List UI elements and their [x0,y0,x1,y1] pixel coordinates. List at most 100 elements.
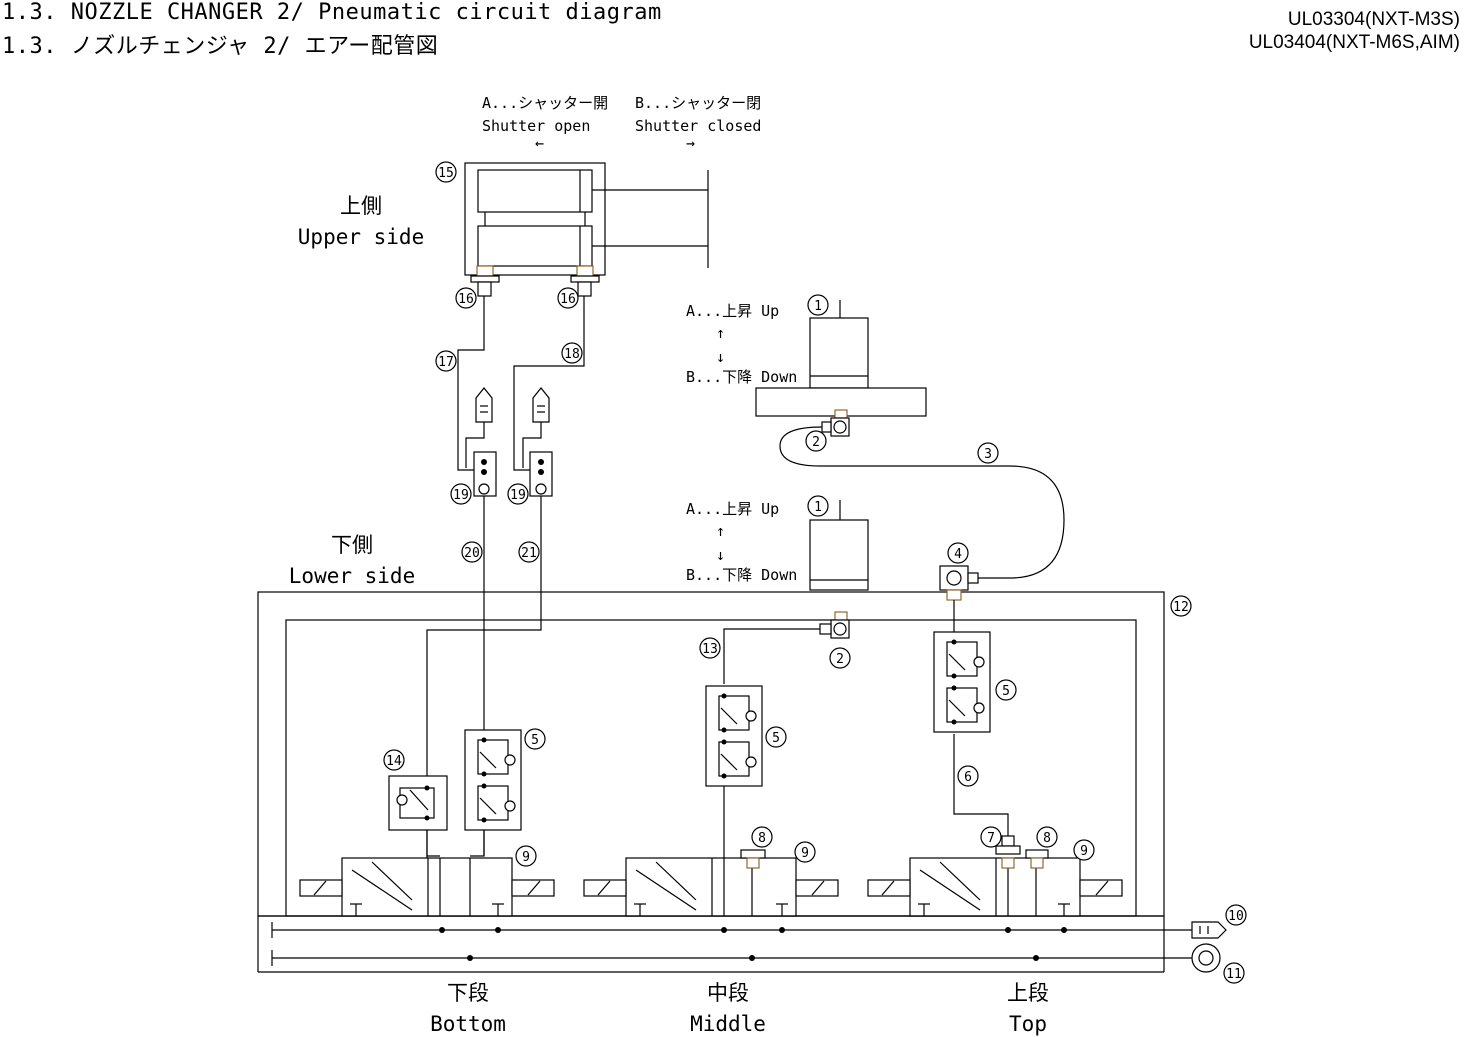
callout-19-right: 19 [507,483,529,505]
svg-text:13: 13 [702,642,718,657]
lift-upper-down-arrow: ↓ [716,348,725,366]
lift-cylinder-lower [809,500,869,591]
svg-text:4: 4 [954,547,962,562]
svg-text:16: 16 [458,292,474,307]
svg-text:7: 7 [987,831,995,846]
callout-8-middle: 8 [751,826,773,848]
svg-text:11: 11 [1226,967,1242,982]
manifold [257,915,1192,973]
svg-text:16: 16 [560,292,576,307]
lift-cylinder-upper [755,300,927,437]
svg-text:2: 2 [836,652,844,667]
svg-text:19: 19 [510,488,526,503]
fitting-7 [995,835,1021,869]
callout-20: 20 [461,541,483,563]
stage-bottom-label-en: Bottom [430,1012,506,1036]
lift-upper-b-label: B...下降 Down [686,368,797,386]
svg-text:10: 10 [1228,909,1244,924]
speed-controller-14 [388,775,448,831]
upper-side-label-en: Upper side [298,225,424,249]
fitting-16-right [570,265,600,297]
callout-2-upper: 2 [805,430,827,452]
svg-text:9: 9 [801,846,809,861]
callout-17: 17 [435,350,457,372]
svg-text:1: 1 [814,500,822,515]
fitting-16-left [470,265,500,297]
svg-text:9: 9 [1080,844,1088,859]
svg-text:21: 21 [521,546,537,561]
lower-side-label-jp: 下側 [331,533,373,557]
callout-12: 12 [1170,595,1192,617]
lift-lower-up-arrow: ↑ [716,522,725,540]
solenoid-valve-bottom [299,857,555,917]
solenoid-valve-top [867,857,1123,917]
callout-5-top: 5 [995,679,1017,701]
tube-17 [457,296,485,471]
shutter-a-arrow: ← [535,134,544,152]
model-number-m6s: UL03404(NXT-M6S,AIM) [1248,32,1460,53]
upper-side-label-jp: 上側 [340,194,382,218]
callout-18: 18 [561,342,583,364]
svg-text:15: 15 [438,166,454,181]
callout-16-right: 16 [557,287,579,309]
speed-controller-5-top [933,631,991,733]
lift-lower-down-arrow: ↓ [716,546,725,564]
stage-top-label-en: Top [1009,1012,1047,1036]
lift-lower-a-label: A...上昇 Up [686,500,779,518]
shutter-b-arrow: → [686,134,695,152]
plug-8-top [1025,849,1049,869]
speed-controller-5-bottom [464,729,522,831]
shutter-b-label-en: Shutter closed [635,117,761,135]
callout-6: 6 [957,765,979,787]
svg-text:8: 8 [758,831,766,846]
tube-13 [723,628,820,684]
speed-controller-5-middle [705,685,763,787]
callout-13: 13 [699,637,721,659]
silencer-right [522,387,550,468]
tube-18 [513,296,585,471]
callout-9-middle: 9 [794,841,816,863]
callout-3: 3 [977,442,999,464]
svg-text:17: 17 [438,355,454,370]
shutter-cylinder [464,162,709,276]
tube-6 [953,734,1009,836]
svg-text:5: 5 [772,731,780,746]
silencer-left [465,387,493,468]
svg-text:12: 12 [1173,600,1189,615]
line-14-to-valve [426,830,440,857]
callout-11: 11 [1223,962,1245,984]
quick-exhaust-valve-19-right [529,451,553,497]
callout-21: 21 [518,541,540,563]
plug-8-middle [740,849,766,869]
svg-text:6: 6 [964,770,972,785]
callout-2-lower: 2 [829,647,851,669]
lower-side-label-en: Lower side [289,564,415,588]
stage-bottom-label-jp: 下段 [447,981,489,1005]
svg-text:5: 5 [1002,684,1010,699]
svg-text:19: 19 [453,488,469,503]
svg-text:3: 3 [984,447,992,462]
callout-1-lower: 1 [807,495,829,517]
stage-middle-label-en: Middle [690,1012,766,1036]
callout-10: 10 [1225,904,1247,926]
svg-text:2: 2 [812,435,820,450]
stage-middle-label-jp: 中段 [707,981,749,1005]
callout-15: 15 [435,161,457,183]
callout-7: 7 [980,826,1002,848]
callout-16-left: 16 [455,287,477,309]
shutter-a-label-en: Shutter open [482,117,590,135]
callout-4: 4 [947,542,969,564]
fitting-4 [939,565,979,601]
callout-19-left: 19 [450,483,472,505]
muffler-10 [1191,921,1227,939]
lift-lower-b-label: B...下降 Down [686,566,797,584]
svg-text:8: 8 [1043,831,1051,846]
svg-text:1: 1 [814,299,822,314]
solenoid-valve-middle [583,857,839,917]
callout-8-top: 8 [1036,826,1058,848]
callout-1-upper: 1 [807,294,829,316]
lift-upper-a-label: A...上昇 Up [686,302,779,320]
shutter-b-label-jp: B...シャッター閉 [635,94,761,112]
title-english: 1.3. NOZZLE CHANGER 2/ Pneumatic circuit… [2,0,662,25]
